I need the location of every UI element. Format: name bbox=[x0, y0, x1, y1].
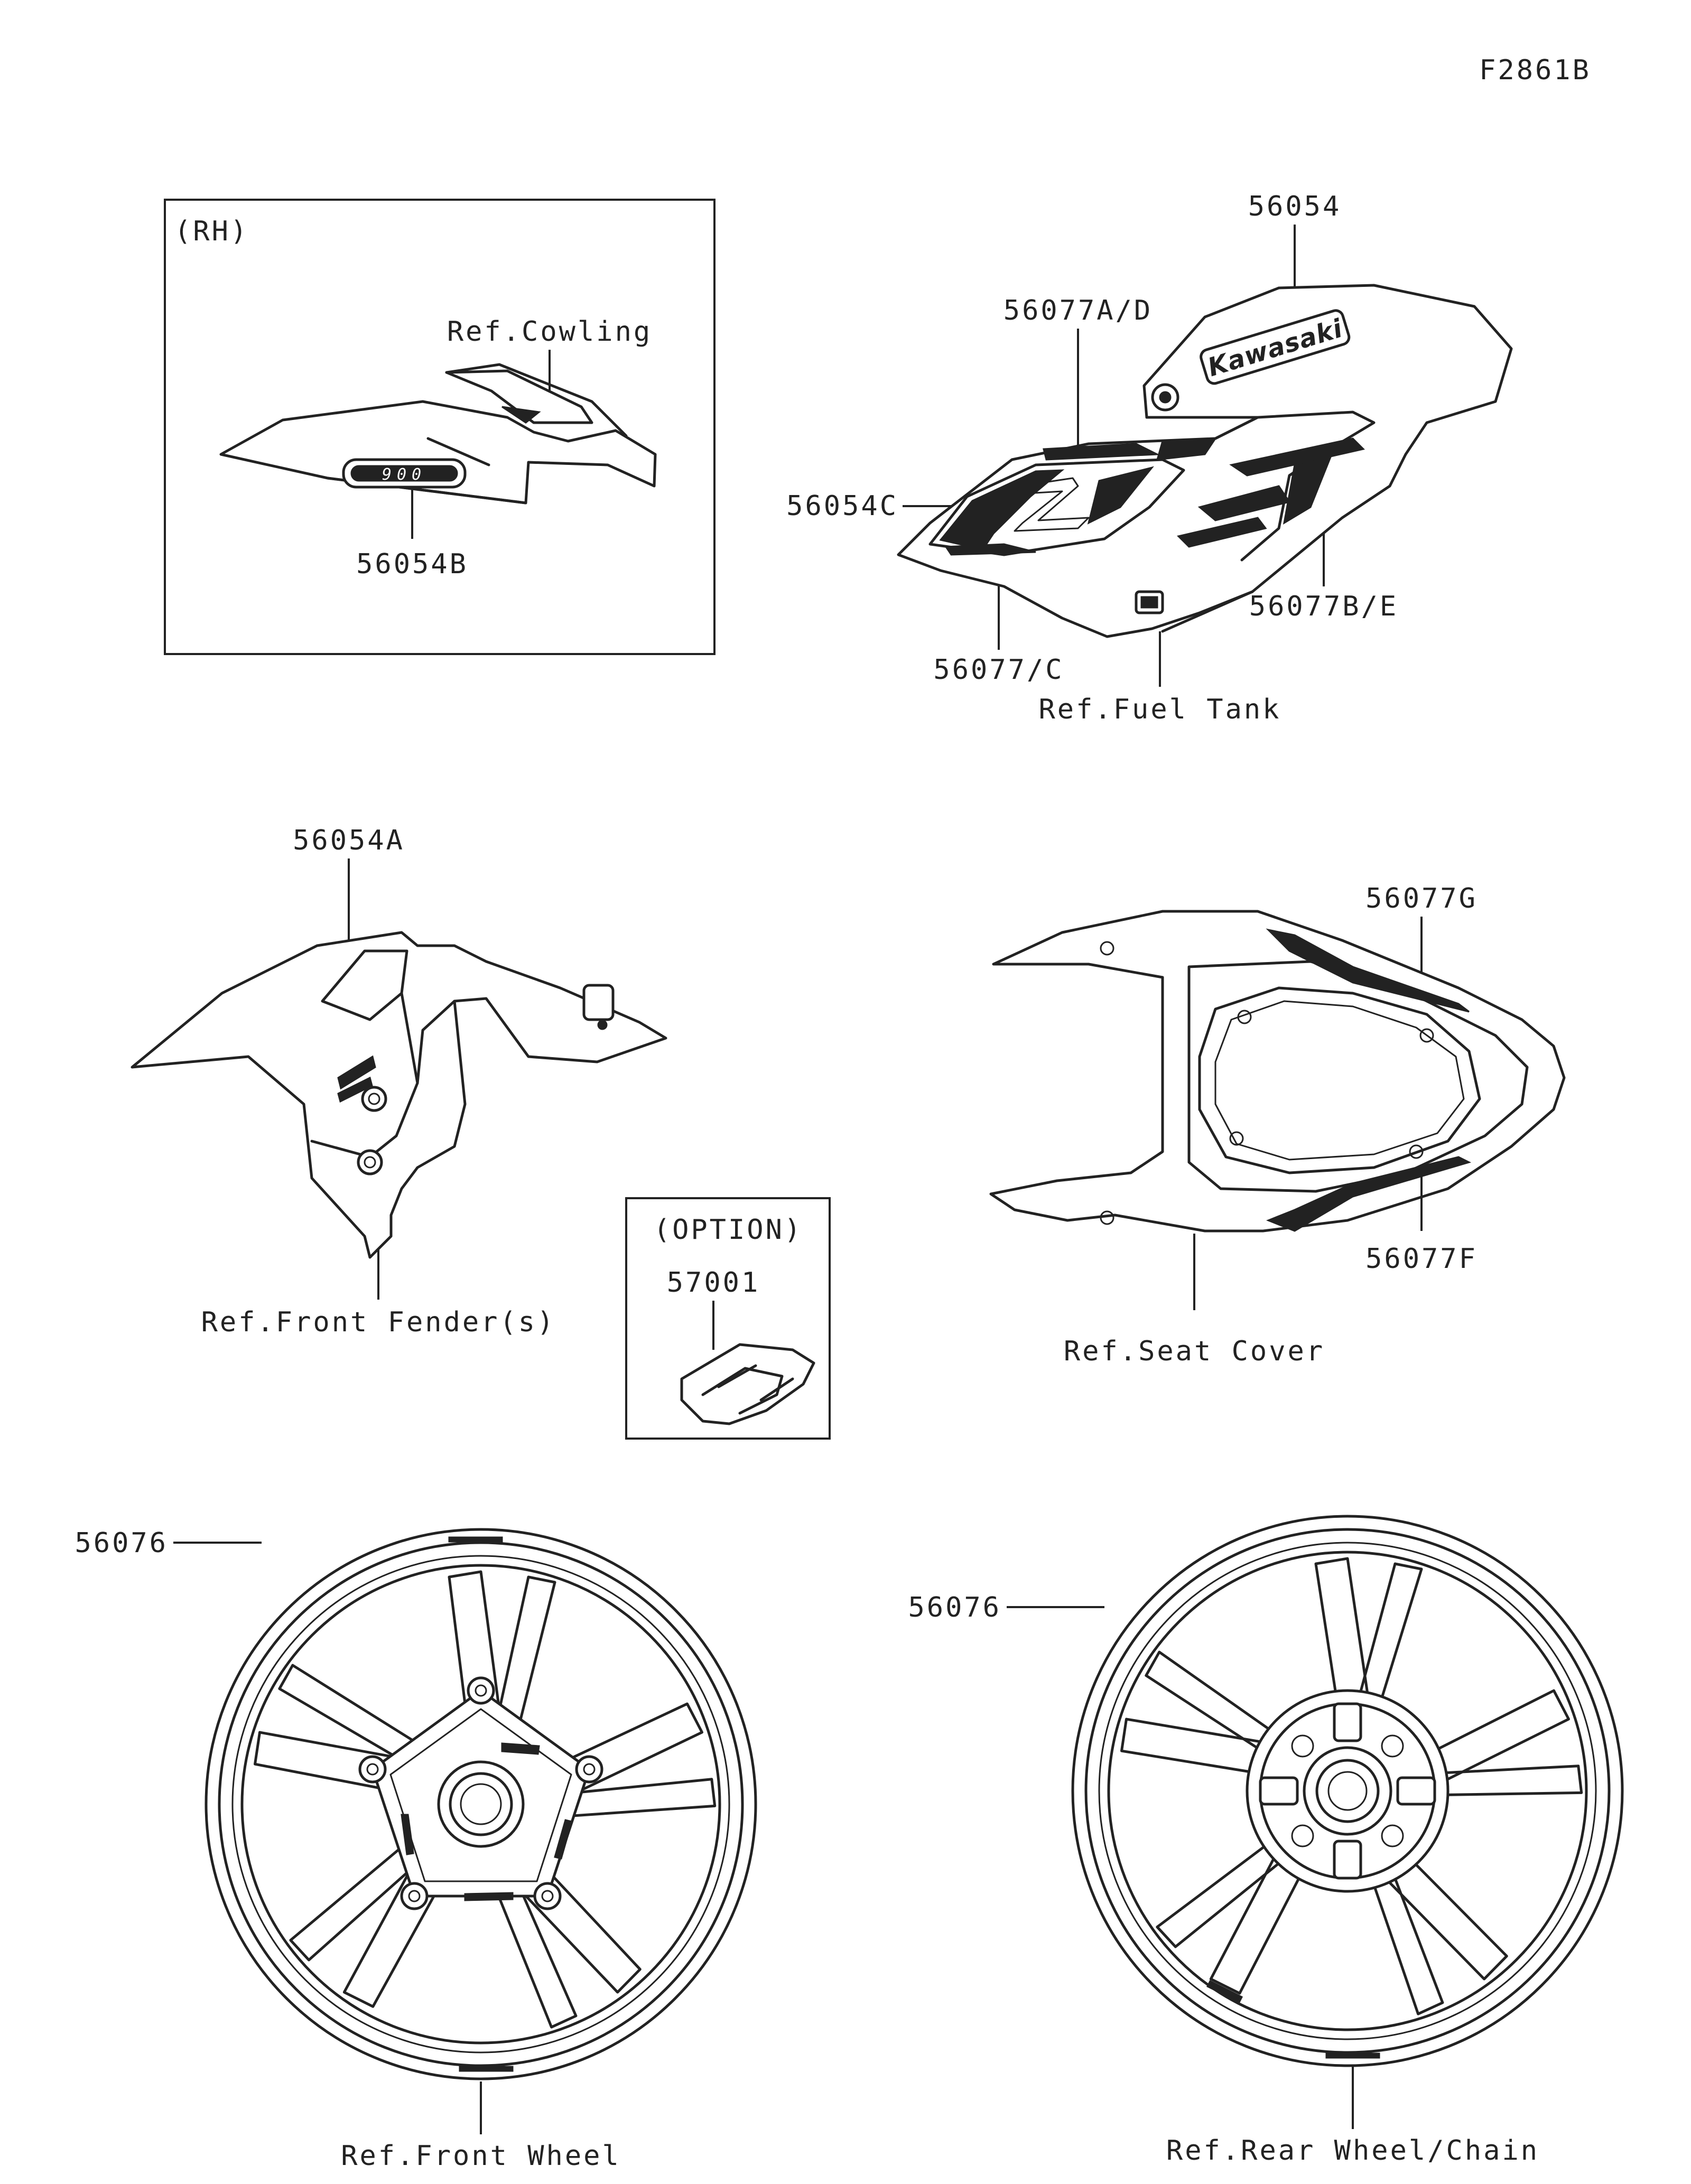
ref-front-fender-label: Ref.Front Fender(s) bbox=[201, 1306, 556, 1338]
900-badge-text: 900 bbox=[382, 465, 426, 484]
front-wheel-part-56076-label: 56076 bbox=[75, 1527, 168, 1559]
part-56054C-label: 56054C bbox=[786, 490, 898, 522]
seat-cover-group: 56077G 56077F Ref.Seat Cover bbox=[989, 883, 1566, 1367]
ref-seat-cover-label: Ref.Seat Cover bbox=[1064, 1336, 1325, 1367]
front-fender-group: 56054A Ref.Front Fender(s) bbox=[131, 825, 667, 1338]
seat-opening bbox=[1198, 986, 1481, 1174]
part-56054B-label: 56054B bbox=[356, 548, 468, 580]
part-56077F-label: 56077F bbox=[1365, 1243, 1478, 1275]
option-box bbox=[625, 1197, 831, 1440]
rear-wheel-group: 56076 bbox=[908, 1515, 1624, 2167]
ref-cowling-label: Ref.Cowling bbox=[447, 316, 652, 348]
part-56077C-label: 56077/C bbox=[933, 654, 1064, 686]
option-group: (OPTION) 57001 bbox=[625, 1197, 831, 1440]
rh-box bbox=[164, 199, 716, 655]
part-56054-label: 56054 bbox=[1248, 191, 1342, 222]
fuel-tank-drawing bbox=[897, 284, 1513, 638]
ref-front-wheel-label: Ref.Front Wheel bbox=[341, 2140, 621, 2172]
clip-drawing bbox=[680, 1343, 815, 1425]
rh-cowling-group: (RH) Ref.Cowling 900 56054B bbox=[164, 199, 716, 655]
front-fender-drawing bbox=[131, 931, 667, 1259]
part-56077AD-label: 56077A/D bbox=[1004, 295, 1153, 326]
part-56077G-label: 56077G bbox=[1365, 883, 1478, 914]
rear-wheel-part-56076-label: 56076 bbox=[908, 1592, 1001, 1623]
option-title: (OPTION) bbox=[654, 1214, 803, 1246]
part-57001-label: 57001 bbox=[667, 1267, 760, 1299]
front-wheel-group: 56076 bbox=[75, 1527, 757, 2172]
rear-wheel-drawing bbox=[1071, 1515, 1624, 2067]
ref-fuel-tank-label: Ref.Fuel Tank bbox=[1039, 694, 1281, 725]
ref-rear-wheel-label: Ref.Rear Wheel/Chain bbox=[1166, 2135, 1539, 2167]
fuel-tank-group: 56054 56077A/D 56054C 56077B/E 56077/C R… bbox=[786, 191, 1513, 725]
rh-title: (RH) bbox=[174, 216, 249, 247]
front-wheel-drawing bbox=[205, 1528, 757, 2080]
figure-id: F2861B bbox=[1479, 54, 1591, 86]
part-56077BE-label: 56077B/E bbox=[1249, 591, 1398, 622]
part-56054A-label: 56054A bbox=[293, 825, 405, 856]
